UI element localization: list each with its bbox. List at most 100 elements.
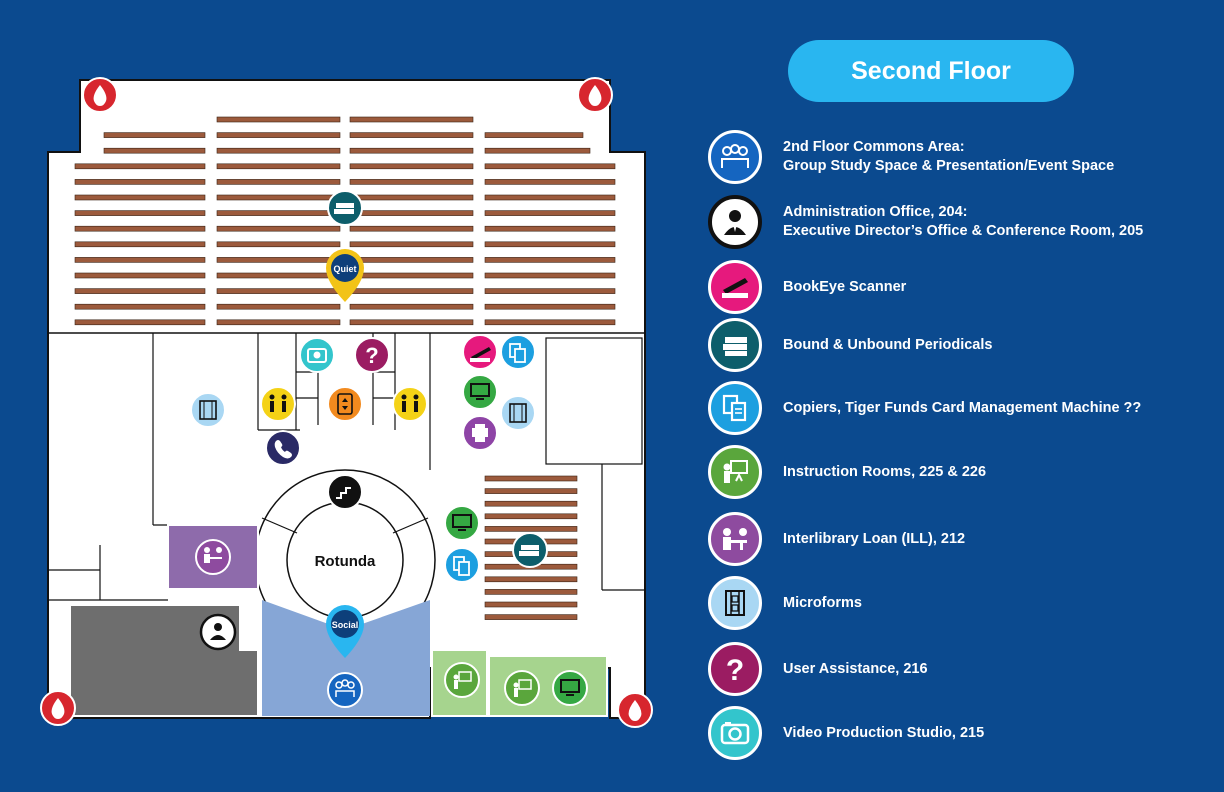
- shelf: [216, 257, 341, 263]
- shelf: [349, 194, 474, 201]
- shelf: [216, 132, 341, 138]
- rotunda-label: Rotunda: [315, 553, 376, 570]
- shelf: [103, 132, 206, 138]
- quiet-label: Quiet: [333, 264, 356, 274]
- computer-icon: [552, 670, 588, 706]
- user-assistance-icon: ?: [708, 642, 762, 696]
- svg-text:?: ?: [365, 343, 378, 368]
- legend-item: Microforms: [708, 576, 1208, 632]
- legend-item: Video Production Studio, 215: [708, 706, 1208, 762]
- shelf: [349, 303, 474, 310]
- social-label: Social: [332, 620, 359, 630]
- shelf: [484, 272, 616, 279]
- legend-label-line1: Bound & Unbound Periodicals: [783, 336, 993, 353]
- copier-icon: [708, 381, 762, 435]
- shelf: [216, 319, 341, 326]
- shelf: [216, 179, 341, 185]
- social-area: [262, 600, 430, 716]
- social-zone-marker: Social: [326, 605, 364, 658]
- shelf: [74, 225, 206, 232]
- shelf: [74, 210, 206, 216]
- legend-item: Administration Office, 204:Executive Dir…: [708, 195, 1208, 251]
- shelf: [74, 288, 206, 294]
- legend-item: ? User Assistance, 216: [708, 642, 1208, 698]
- legend-item: Copiers, Tiger Funds Card Management Mac…: [708, 381, 1208, 437]
- legend-label: Instruction Rooms, 225 & 226: [783, 445, 986, 499]
- shelf: [484, 147, 591, 154]
- shelf: [349, 288, 474, 294]
- svg-text:?: ?: [726, 654, 744, 686]
- legend-label: Interlibrary Loan (ILL), 212: [783, 512, 965, 566]
- legend-item: Instruction Rooms, 225 & 226: [708, 445, 1208, 501]
- stairs-icon: [327, 474, 363, 510]
- video-studio-icon: [299, 337, 335, 373]
- legend-label-line1: 2nd Floor Commons Area:: [783, 139, 965, 155]
- microforms-icon: [500, 395, 536, 431]
- shelf: [74, 194, 206, 201]
- restroom-icon: [392, 386, 428, 422]
- periodicals-icon: [512, 532, 548, 568]
- computer-icon: [444, 505, 480, 541]
- legend-label-line1: BookEye Scanner: [783, 278, 907, 295]
- shelf: [216, 147, 341, 154]
- shelf: [484, 319, 616, 326]
- shelf: [349, 179, 474, 185]
- legend-item: BookEye Scanner: [708, 260, 1208, 316]
- shelf: [216, 116, 341, 123]
- legend-label: Copiers, Tiger Funds Card Management Mac…: [783, 381, 1141, 435]
- legend-label: 2nd Floor Commons Area:Group Study Space…: [783, 130, 1114, 184]
- copier-icon: [500, 334, 536, 370]
- group-study-icon: [708, 130, 762, 184]
- shelf: [484, 194, 616, 201]
- shelf: [103, 147, 206, 154]
- legend-label: Administration Office, 204:Executive Dir…: [783, 195, 1143, 249]
- printer-icon: [462, 415, 498, 451]
- shelf: [74, 319, 206, 326]
- shelf: [216, 241, 341, 248]
- user-assistance-icon: ?: [354, 337, 390, 373]
- instruction-room-icon: [444, 662, 480, 698]
- group-study-icon: [327, 672, 363, 708]
- shelf: [484, 303, 616, 310]
- legend-label-line1: User Assistance, 216: [783, 660, 928, 677]
- floor-title: Second Floor: [788, 40, 1074, 102]
- shelf: [216, 288, 341, 294]
- legend-label-line1: Video Production Studio, 215: [783, 724, 985, 741]
- shelf: [74, 241, 206, 248]
- shelf: [484, 241, 616, 248]
- legend-item: Bound & Unbound Periodicals: [708, 318, 1208, 374]
- shelf: [349, 257, 474, 263]
- shelf: [349, 147, 474, 154]
- legend-label: Video Production Studio, 215: [783, 706, 984, 760]
- fire-extinguisher-icon: [617, 692, 653, 728]
- scanner-icon: [462, 334, 498, 370]
- shelf: [216, 194, 341, 201]
- shelf: [216, 225, 341, 232]
- copier-icon: [444, 547, 480, 583]
- shelf: [349, 272, 474, 279]
- legend-label-line1: Instruction Rooms, 225 & 226: [783, 463, 987, 480]
- legend-item: 2nd Floor Commons Area:Group Study Space…: [708, 130, 1208, 186]
- shelf: [484, 526, 578, 532]
- shelf: [74, 179, 206, 185]
- phone-icon: [265, 430, 301, 466]
- shelf: [484, 614, 578, 620]
- administration-icon: [708, 195, 762, 249]
- computer-icon: [462, 374, 498, 410]
- shelf: [484, 475, 578, 482]
- administration-icon: [199, 613, 237, 651]
- shelf: [484, 500, 578, 507]
- legend-item: Interlibrary Loan (ILL), 212: [708, 512, 1208, 568]
- shelf: [74, 163, 206, 170]
- shelf: [484, 163, 616, 170]
- legend-label: BookEye Scanner: [783, 260, 906, 314]
- instruction-room-icon: [504, 670, 540, 706]
- shelf: [216, 210, 341, 216]
- shelf: [216, 303, 341, 310]
- legend-label: Microforms: [783, 576, 862, 630]
- shelf: [349, 163, 474, 170]
- legend-label-line2: Executive Director’s Office & Conference…: [783, 223, 1144, 239]
- shelf: [484, 225, 616, 232]
- shelf: [484, 179, 616, 185]
- shelf: [74, 303, 206, 310]
